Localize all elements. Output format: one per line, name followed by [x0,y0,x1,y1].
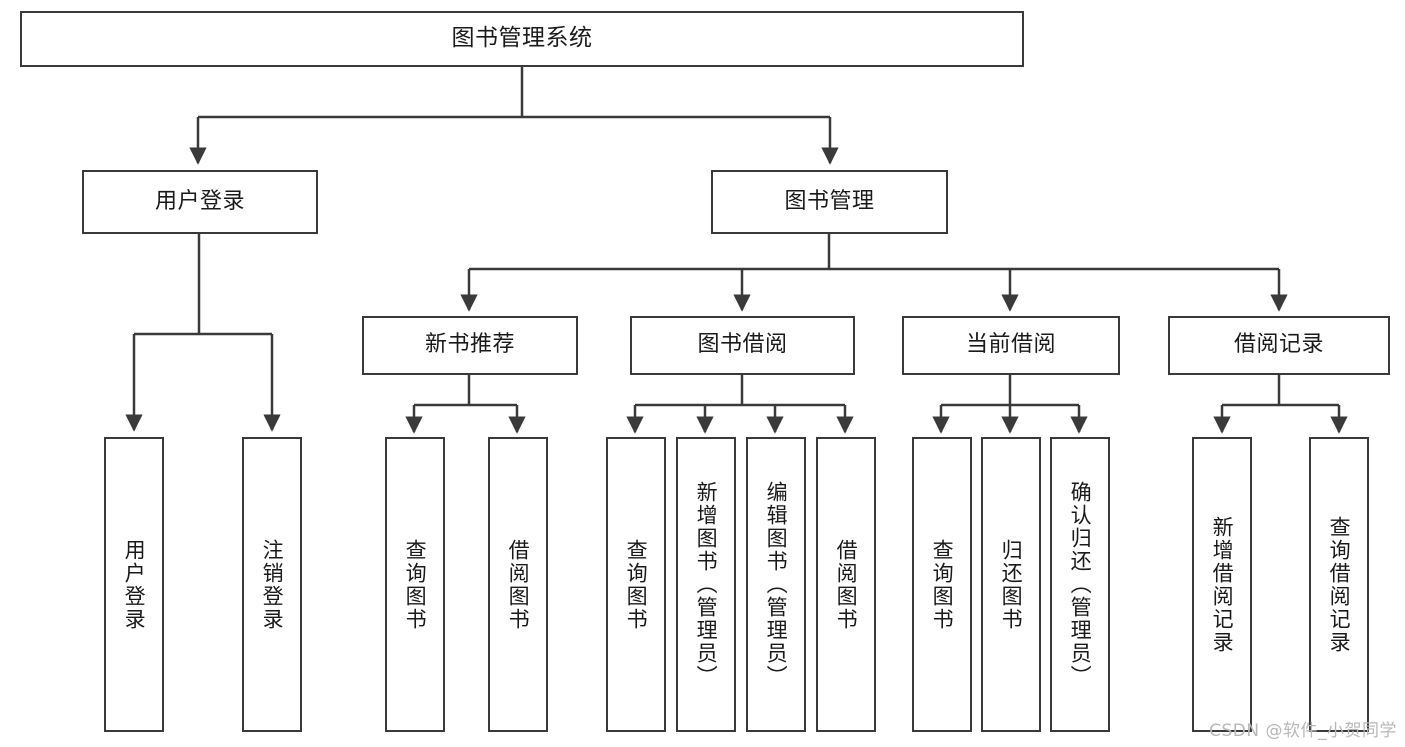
node-label: 确认归还（管理员） [1068,481,1093,688]
leaf-borrow-record-add[interactable]: 新增借阅记录 [1192,437,1252,732]
node-label: 查询图书 [403,538,428,631]
node-book-management[interactable]: 图书管理 [711,170,948,234]
node-label: 新书推荐 [424,332,515,358]
node-label: 查询图书 [930,538,955,631]
leaf-book-borrow-borrow[interactable]: 借阅图书 [816,437,876,732]
leaf-current-borrow-return[interactable]: 归还图书 [981,437,1041,732]
node-label: 查询图书 [624,538,649,631]
node-label: 用户登录 [122,538,147,631]
leaf-user-login-login[interactable]: 用户登录 [104,437,164,732]
node-label: 借阅图书 [506,538,531,631]
node-label: 当前借阅 [965,332,1056,358]
node-root-book-management-system[interactable]: 图书管理系统 [20,11,1024,67]
leaf-new-book-query[interactable]: 查询图书 [385,437,445,732]
node-label: 查询借阅记录 [1327,515,1352,654]
node-user-login[interactable]: 用户登录 [82,170,318,234]
leaf-new-book-borrow[interactable]: 借阅图书 [488,437,548,732]
node-label: 图书借阅 [697,332,788,358]
node-new-book-recommend[interactable]: 新书推荐 [362,316,578,375]
node-book-borrow[interactable]: 图书借阅 [630,316,855,375]
node-label: 图书管理系统 [451,25,593,52]
node-label: 新增图书（管理员） [694,481,719,688]
leaf-current-borrow-query[interactable]: 查询图书 [912,437,972,732]
node-current-borrow[interactable]: 当前借阅 [902,316,1120,375]
leaf-book-borrow-edit[interactable]: 编辑图书（管理员） [746,437,806,732]
leaf-current-borrow-confirm-return[interactable]: 确认归还（管理员） [1050,437,1110,732]
node-borrow-record[interactable]: 借阅记录 [1168,316,1390,375]
leaf-book-borrow-add[interactable]: 新增图书（管理员） [676,437,736,732]
node-label: 归还图书 [999,538,1024,631]
leaf-user-login-logout[interactable]: 注销登录 [242,437,302,732]
node-label: 注销登录 [260,538,285,631]
leaf-borrow-record-query[interactable]: 查询借阅记录 [1309,437,1369,732]
node-label: 图书管理 [784,188,875,214]
csdn-watermark: CSDN @软件_小贺同学 [1209,721,1397,741]
node-label: 用户登录 [154,188,245,214]
leaf-book-borrow-query[interactable]: 查询图书 [606,437,666,732]
node-label: 编辑图书（管理员） [764,481,789,688]
node-label: 借阅记录 [1233,332,1324,358]
node-label: 新增借阅记录 [1210,515,1235,654]
node-label: 借阅图书 [834,538,859,631]
